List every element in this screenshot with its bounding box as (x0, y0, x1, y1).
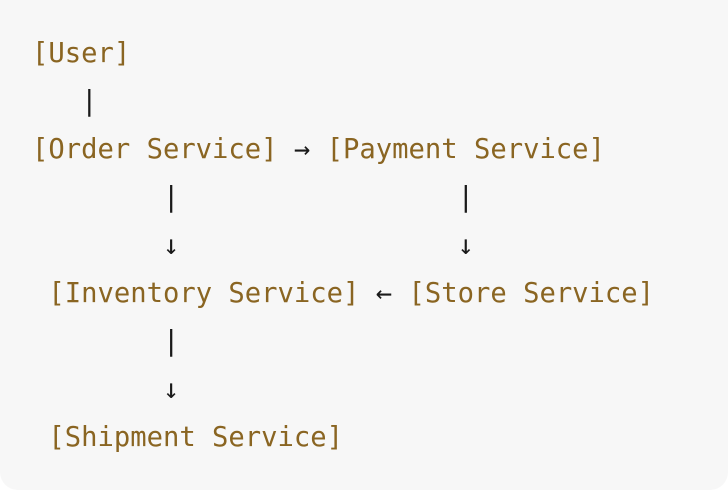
node-user: [User] (32, 38, 131, 69)
node-inventory-service: [Inventory Service] (48, 278, 360, 309)
line-2: | (32, 78, 728, 126)
line-7: | (32, 318, 728, 366)
line-3: [Order Service] → [Payment Service] (32, 126, 728, 174)
line-4: | | (32, 174, 728, 222)
arrow-payment-to-store: ↓ (457, 230, 474, 261)
connector-order-down: | (162, 182, 180, 213)
line-9: [Shipment Service] (32, 414, 728, 462)
node-store-service: [Store Service] (408, 278, 655, 309)
connector-inventory-down: | (162, 326, 180, 357)
arrow-order-to-inventory: ↓ (162, 230, 180, 261)
node-order-service: [Order Service] (32, 134, 278, 165)
node-payment-service: [Payment Service] (326, 134, 605, 165)
architecture-diagram: [User] | [Order Service] → [Payment Servi… (32, 30, 728, 462)
arrow-order-to-payment: → (293, 134, 311, 165)
arrow-store-to-inventory: ← (375, 278, 393, 309)
connector-user-order: | (81, 86, 98, 117)
line-5: ↓ ↓ (32, 222, 728, 270)
line-1: [User] (32, 30, 728, 78)
line-6: [Inventory Service] ← [Store Service] (32, 270, 728, 318)
node-shipment-service: [Shipment Service] (48, 422, 344, 453)
line-8: ↓ (32, 366, 728, 414)
connector-payment-down: | (457, 182, 474, 213)
arrow-inventory-to-shipment: ↓ (162, 374, 180, 405)
